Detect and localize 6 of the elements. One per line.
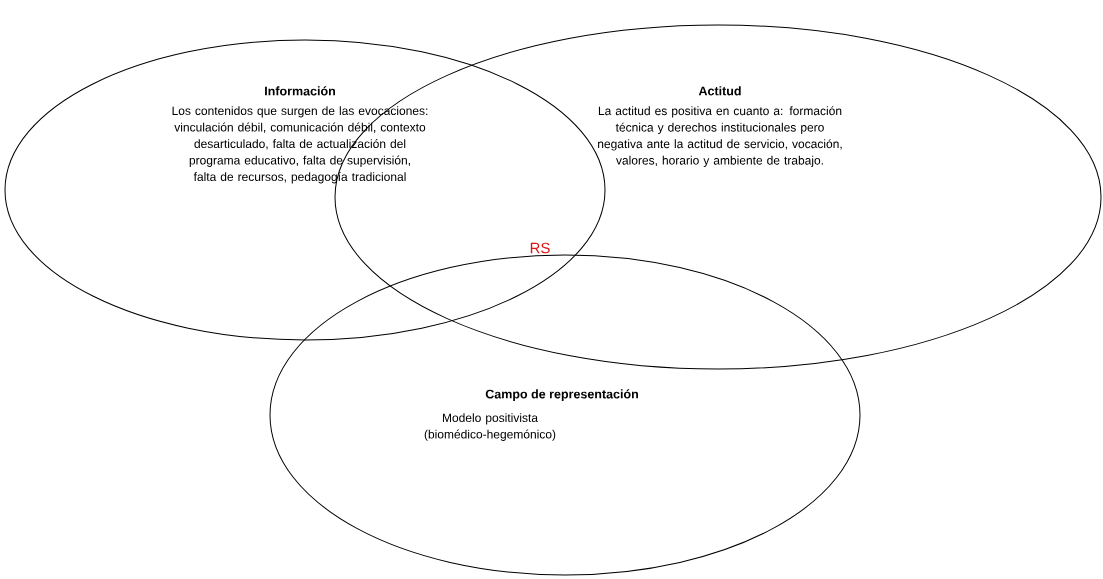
heading: Información [265, 86, 335, 96]
description: La actitud es positiva en cuanto a: formación técnica y derechos institucionales pero negativa ante la actitud de servicio, vocación, valores, horario y ambiente de trabajo. [598, 106, 842, 168]
heading: Actitud [698, 86, 741, 96]
intersection-label: RS [530, 242, 550, 254]
description: Modelo positivista (biomédico-hegemónico) [424, 413, 556, 441]
heading: Campo de representación [485, 389, 638, 401]
